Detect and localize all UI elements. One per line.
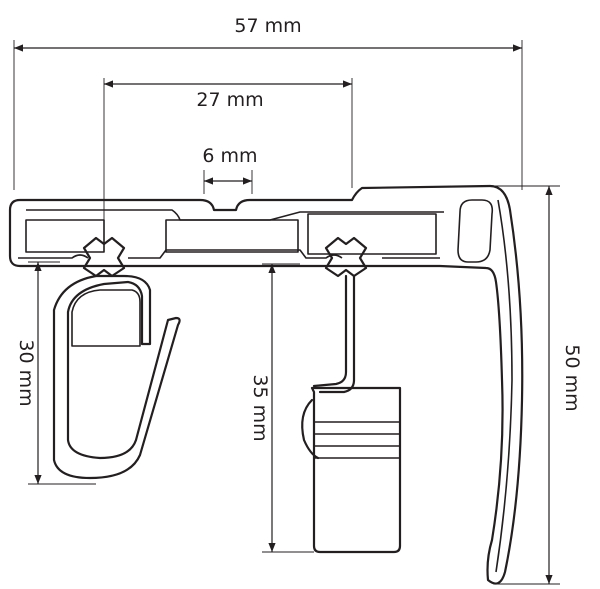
right-hook-weight xyxy=(301,236,402,554)
hook-drop-label: 35 mm xyxy=(249,374,271,441)
track-profile xyxy=(8,184,524,585)
total-width-label: 57 mm xyxy=(234,15,301,37)
dimension-lines xyxy=(13,40,560,585)
channel-width-label: 27 mm xyxy=(196,89,263,111)
left-glider xyxy=(52,236,181,480)
profile-height-label: 50 mm xyxy=(561,344,583,411)
slot-width-label: 6 mm xyxy=(202,145,257,167)
glider-height-label: 30 mm xyxy=(15,339,37,406)
